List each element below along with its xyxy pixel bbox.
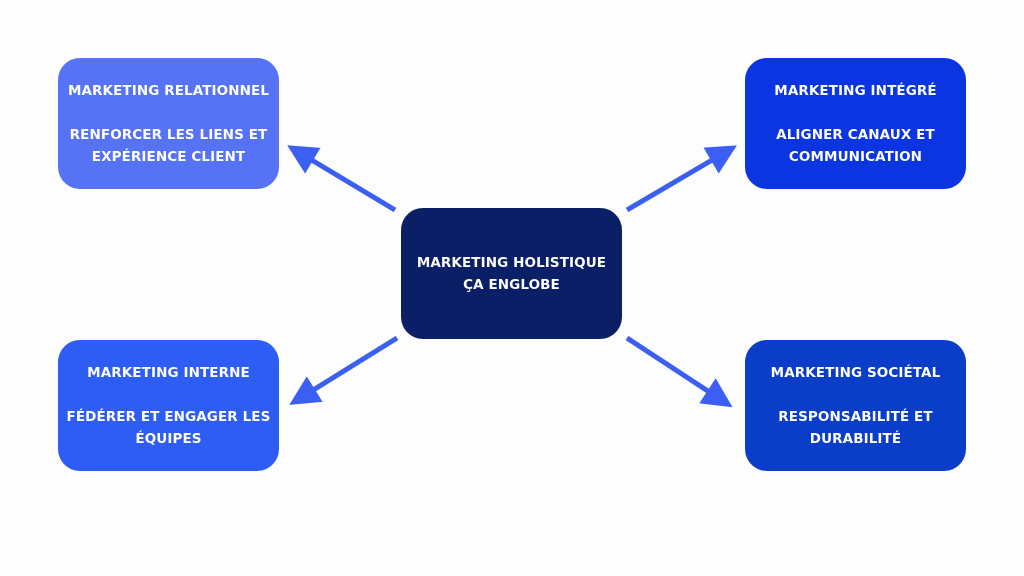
node-title: MARKETING RELATIONNEL	[67, 82, 270, 99]
center-title-line1: MARKETING HOLISTIQUE	[416, 254, 607, 271]
arrow-to-relationnel	[287, 145, 397, 213]
arrow-to-integre	[625, 145, 737, 213]
node-desc-line2: ÉQUIPES	[135, 430, 202, 447]
node-marketing-integre: MARKETING INTÉGRÉ ALIGNER CANAUX ET COMM…	[745, 58, 966, 189]
node-desc-line2: COMMUNICATION	[788, 148, 923, 165]
center-title-line2: ÇA ENGLOBE	[463, 276, 560, 293]
node-marketing-holistique: MARKETING HOLISTIQUE ÇA ENGLOBE	[401, 208, 622, 339]
node-desc-line1: ALIGNER CANAUX ET	[776, 126, 935, 143]
node-title: MARKETING INTERNE	[87, 364, 250, 381]
node-desc-line2: EXPÉRIENCE CLIENT	[91, 148, 246, 165]
node-title: MARKETING SOCIÉTAL	[770, 364, 941, 381]
node-title: MARKETING INTÉGRÉ	[774, 82, 937, 99]
node-desc-line2: DURABILITÉ	[809, 430, 902, 447]
node-desc-line1: RENFORCER LES LIENS ET	[69, 126, 268, 143]
node-marketing-interne: MARKETING INTERNE FÉDÉRER ET ENGAGER LES…	[58, 340, 279, 471]
node-desc-line1: FÉDÉRER ET ENGAGER LES	[66, 408, 271, 425]
node-marketing-societal: MARKETING SOCIÉTAL RESPONSABILITÉ ET DUR…	[745, 340, 966, 471]
node-desc-line1: RESPONSABILITÉ ET	[778, 408, 933, 425]
arrow-to-societal	[625, 335, 733, 408]
node-marketing-relationnel: MARKETING RELATIONNEL RENFORCER LES LIEN…	[58, 58, 279, 189]
arrow-to-interne	[289, 335, 399, 405]
